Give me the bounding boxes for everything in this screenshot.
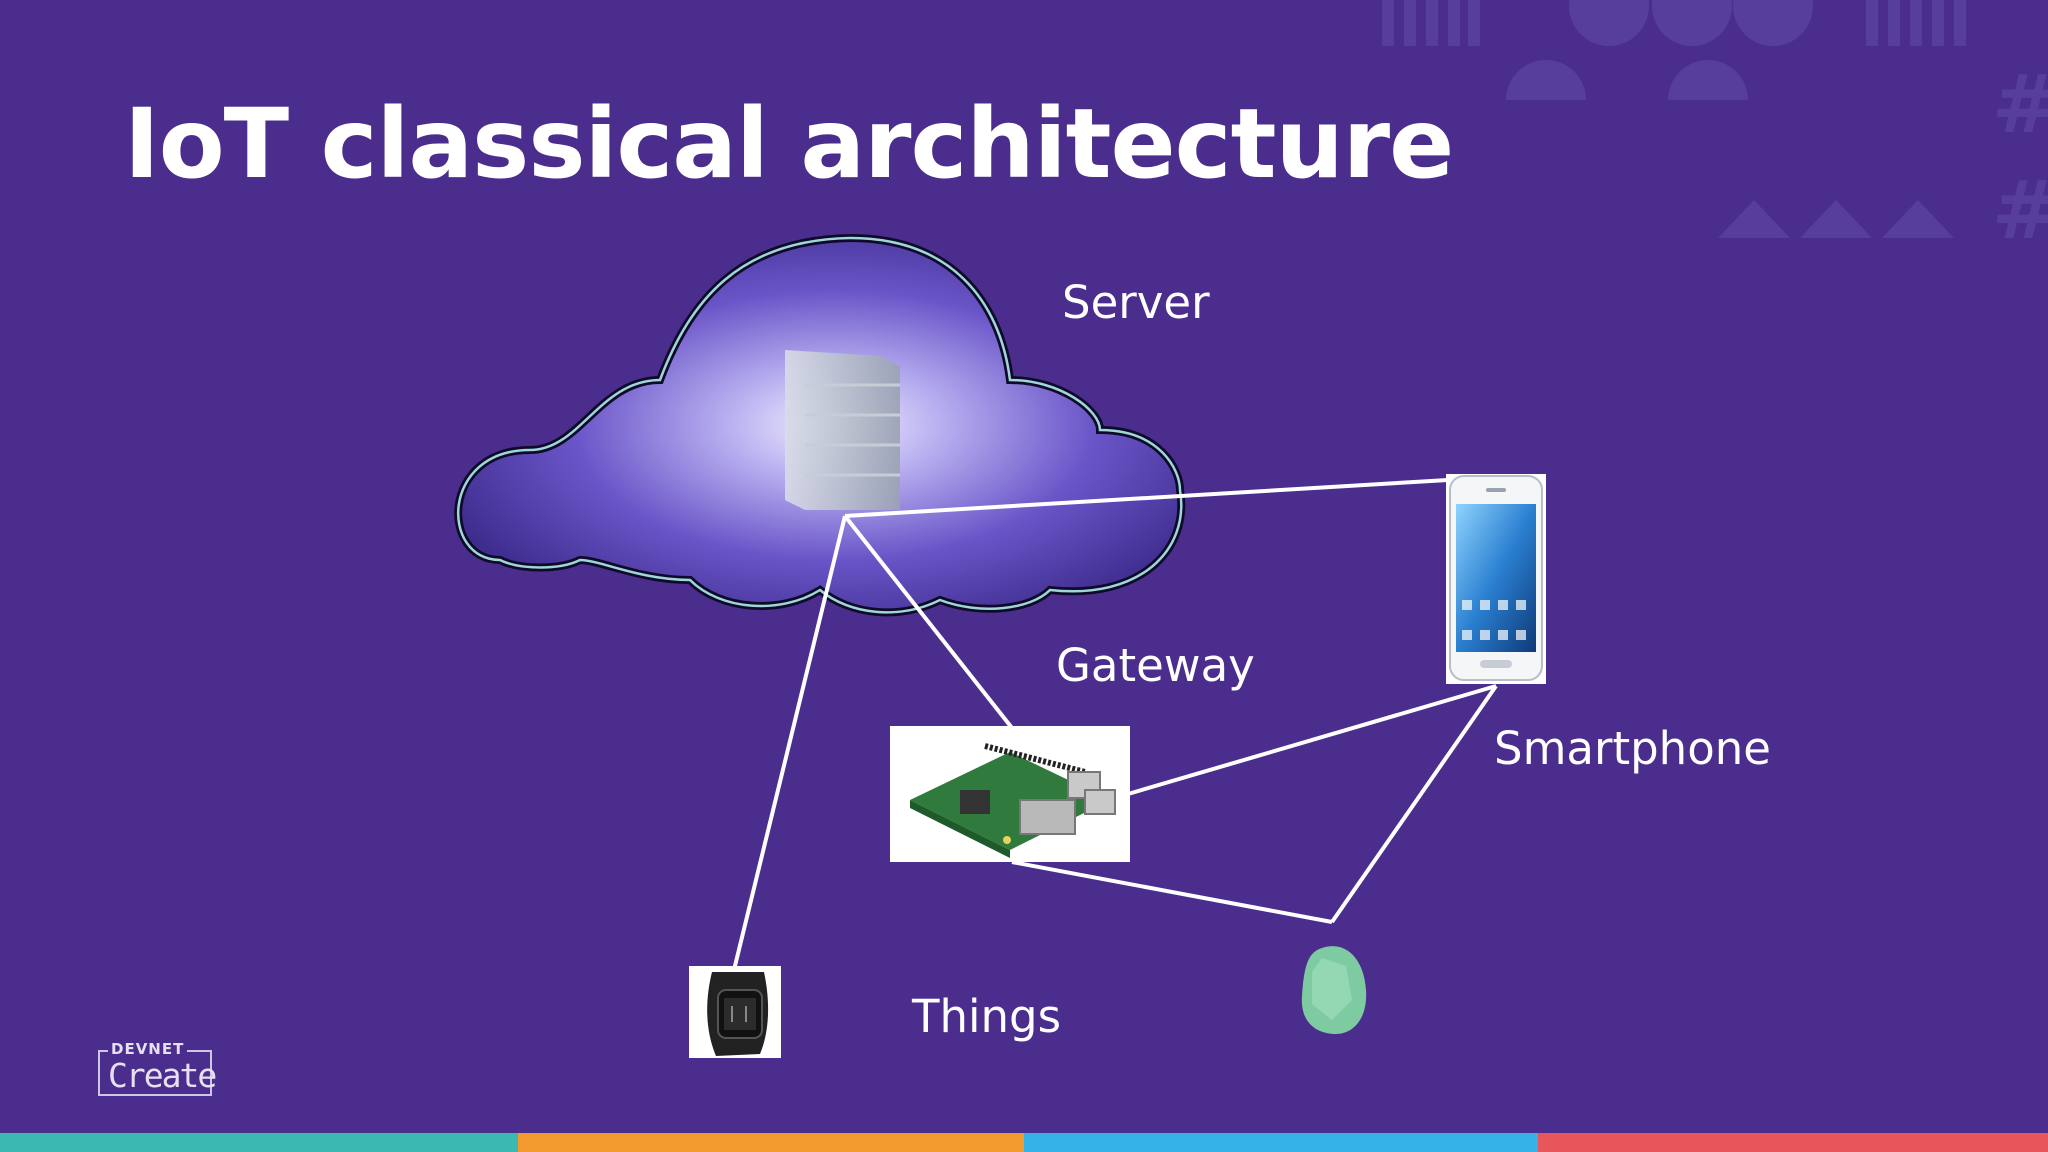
stripe-blue xyxy=(1024,1133,1538,1152)
logo-main-text: Create xyxy=(108,1056,217,1095)
raspberry-pi-board-icon xyxy=(890,726,1130,862)
stripe-red xyxy=(1538,1133,2048,1152)
smartwatch-icon xyxy=(689,966,781,1058)
smartphone-label: Smartphone xyxy=(1494,722,1771,775)
devnet-create-logo: DEVNET Create xyxy=(98,1040,217,1098)
things-label: Things xyxy=(912,990,1062,1043)
connection-lines xyxy=(732,478,1498,971)
smartphone-icon xyxy=(1446,474,1546,684)
logo-top-text: DEVNET xyxy=(108,1040,188,1058)
beacon-icon xyxy=(1301,946,1367,1034)
stripe-teal xyxy=(0,1133,518,1152)
gateway-label: Gateway xyxy=(1056,639,1255,692)
server-icon xyxy=(785,350,900,510)
svg-text:#: # xyxy=(1992,164,2048,257)
stripe-orange xyxy=(518,1133,1024,1152)
server-label: Server xyxy=(1062,276,1210,329)
svg-text:#: # xyxy=(1992,58,2048,151)
slide-title: IoT classical architecture xyxy=(124,88,1454,200)
